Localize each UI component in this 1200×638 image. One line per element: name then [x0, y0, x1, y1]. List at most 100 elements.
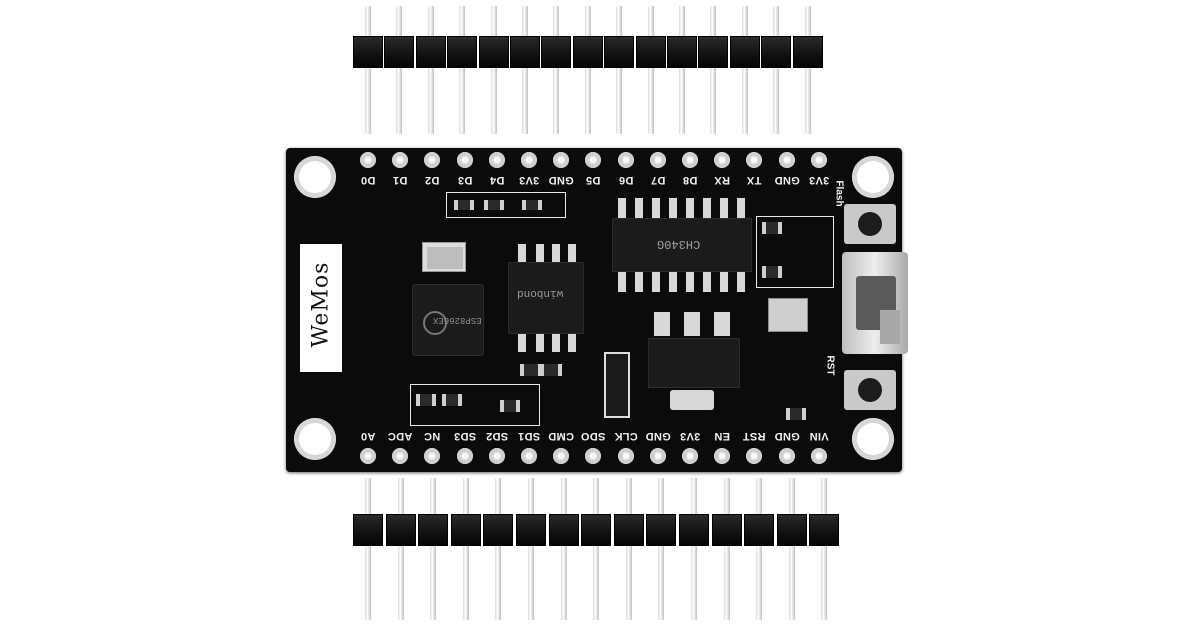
pin-label: D2: [425, 174, 440, 186]
usb-serial-chip: CH340G: [612, 218, 752, 272]
header-pin: [365, 6, 371, 134]
flash-button[interactable]: [844, 204, 896, 244]
header-spacer: [483, 514, 514, 546]
header-spacer: [450, 514, 481, 546]
header-pin: [756, 478, 763, 620]
pin-label: GND: [645, 430, 671, 442]
pin-label: D3: [457, 174, 472, 186]
pin-label: 3V3: [679, 430, 701, 442]
header-spacer: [744, 514, 775, 546]
smd-component: [454, 200, 474, 210]
usb-serial-label: CH340G: [657, 237, 701, 251]
header-spacer: [353, 514, 383, 546]
reset-button[interactable]: [844, 370, 896, 410]
header-spacer: [447, 36, 478, 68]
esp8266-chip: ESP8266EX: [412, 284, 484, 356]
silkscreen-outline: [756, 216, 834, 288]
smd-component: [500, 400, 520, 412]
header-pin: [553, 6, 560, 134]
pin-label: GND: [773, 174, 800, 186]
header-pin: [522, 6, 528, 134]
bottom-pad: [810, 448, 827, 464]
header-pin: [710, 6, 717, 134]
header-pin: [462, 478, 469, 620]
bottom-pad: [778, 448, 795, 464]
chip-leg: [652, 272, 660, 292]
pin-label: GND: [773, 430, 800, 442]
header-pin: [365, 478, 371, 620]
flash-brand-label: winbond: [517, 287, 564, 299]
header-spacer: [516, 514, 546, 546]
flash-button-label: Flash: [833, 180, 845, 207]
header-pin: [821, 478, 828, 620]
chip-leg: [737, 198, 745, 218]
bottom-pad: [456, 448, 473, 464]
header-pin: [647, 6, 654, 134]
header-pin: [584, 6, 591, 134]
pin-label: RST: [742, 430, 766, 442]
chip-leg: [686, 272, 694, 292]
header-spacer: [478, 36, 509, 68]
header-pin: [658, 478, 665, 620]
smd-component: [484, 200, 504, 210]
pin-label: 3V3: [808, 174, 830, 186]
pin-label: D6: [618, 174, 633, 186]
chip-leg: [618, 198, 626, 218]
smd-component: [522, 200, 542, 210]
header-pin: [427, 6, 434, 134]
top-pad: [714, 152, 731, 168]
header-spacer: [613, 514, 644, 546]
smd-component: [520, 364, 542, 376]
header-pin: [495, 478, 502, 620]
header-spacer: [385, 514, 416, 546]
diode: [604, 352, 630, 418]
header-pin: [396, 6, 403, 134]
top-pad: [360, 152, 376, 168]
header-spacer: [415, 36, 446, 68]
smd-component: [786, 408, 806, 420]
header-spacer: [667, 36, 697, 68]
top-pin-header: [353, 6, 827, 166]
top-pad: [649, 152, 666, 168]
header-spacer: [776, 514, 807, 546]
header-spacer: [679, 514, 709, 546]
bottom-pad: [617, 448, 634, 464]
mounting-hole-top-right: [852, 156, 894, 198]
pin-label: A0: [360, 430, 376, 442]
pin-label: VIN: [809, 430, 829, 442]
wemos-logo: WeMos: [300, 244, 342, 372]
top-pad: [585, 152, 602, 168]
top-pad: [553, 152, 570, 168]
header-pin: [723, 478, 730, 620]
silkscreen-outline: [410, 384, 540, 426]
flash-memory-chip: winbond: [508, 262, 584, 334]
top-pad: [392, 152, 409, 168]
pin-label: D7: [650, 174, 666, 186]
pin-label: EN: [714, 430, 731, 442]
mounting-hole-bottom-left: [294, 418, 336, 460]
chip-leg: [635, 272, 643, 292]
chip-leg: [669, 272, 677, 292]
header-spacer: [581, 514, 612, 546]
header-spacer: [635, 36, 666, 68]
smd-component: [762, 222, 782, 234]
pin-label: SDO: [581, 430, 606, 442]
chip-leg: [703, 198, 711, 218]
brand-label: WeMos: [308, 261, 334, 348]
top-pad: [521, 152, 537, 168]
header-spacer: [809, 514, 840, 546]
micro-usb-port[interactable]: [842, 252, 908, 354]
pin-label: D0: [360, 174, 376, 186]
pin-label: D1: [392, 174, 408, 186]
pin-label: TX: [747, 174, 762, 186]
smd-component: [442, 394, 462, 406]
chip-leg: [669, 198, 677, 218]
pin-label: D5: [586, 174, 601, 186]
header-pin: [691, 478, 697, 620]
header-pin: [773, 6, 780, 134]
header-pin: [560, 478, 567, 620]
chip-leg: [652, 198, 660, 218]
crystal-oscillator: [422, 242, 466, 272]
header-pin: [741, 6, 748, 134]
